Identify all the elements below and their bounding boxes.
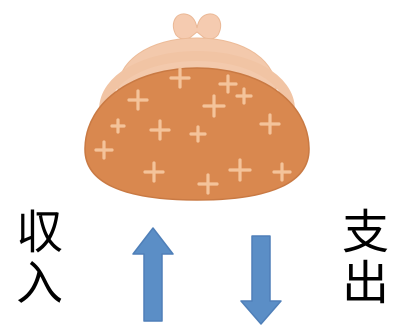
purse-clasp <box>173 14 220 39</box>
coin-purse-icon <box>85 14 309 200</box>
arrow-up-icon <box>133 228 173 321</box>
income-label: 収入 <box>8 207 60 309</box>
expense-label: 支出 <box>334 207 386 309</box>
arrow-down-icon <box>241 236 281 324</box>
